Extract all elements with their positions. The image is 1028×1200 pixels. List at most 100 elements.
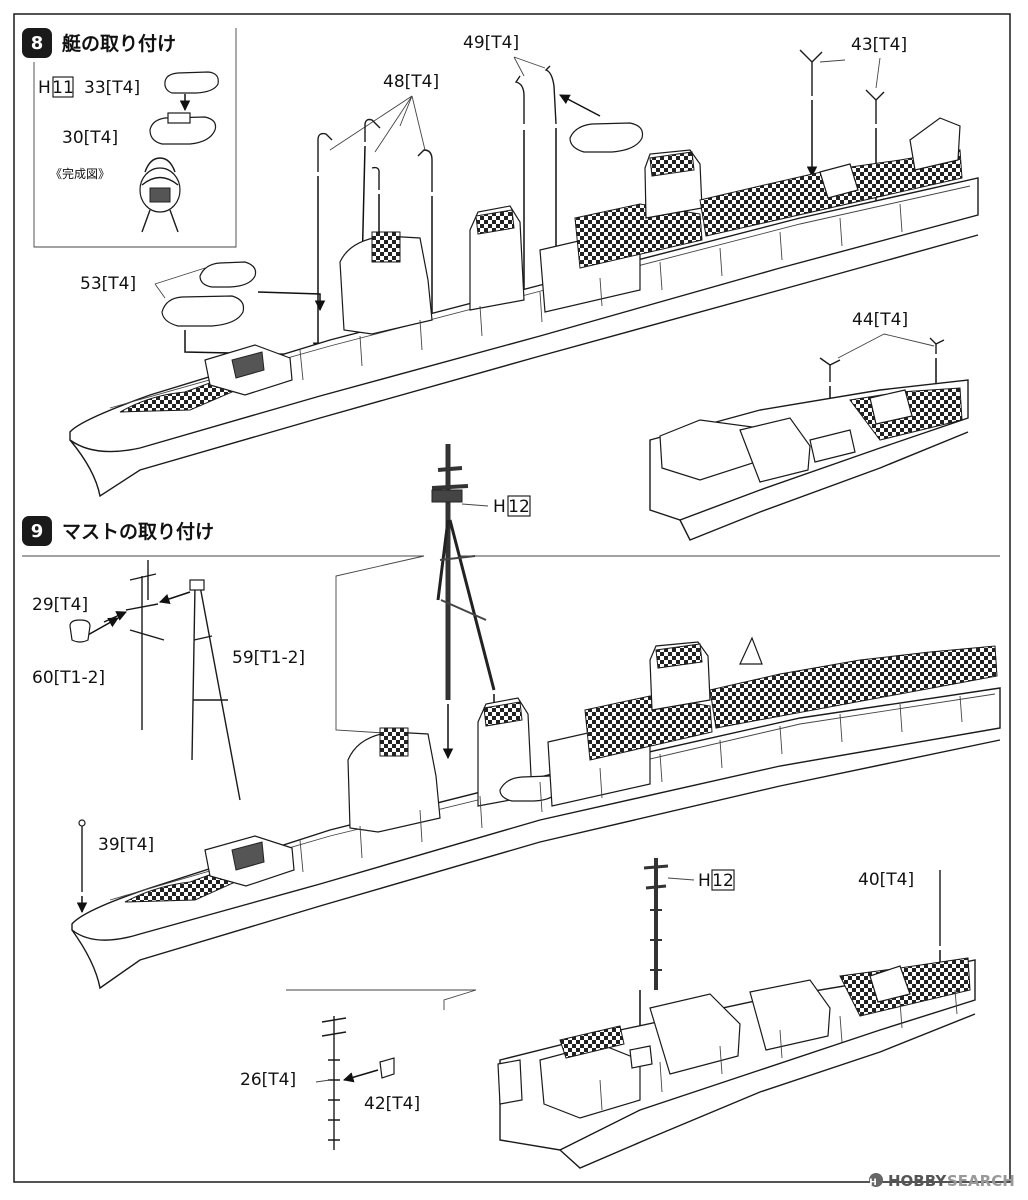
stern-detail-8 — [649, 379, 969, 541]
inset-caption: 《完成図》 — [50, 166, 110, 181]
leader-53 — [154, 267, 206, 299]
stern-gun-8 — [909, 117, 961, 171]
ship-step-9 — [71, 636, 1001, 990]
watermark-brand-a: HOBBY — [888, 1172, 947, 1190]
stern-detail-9-keel — [559, 1013, 976, 1169]
step-9-title: マストの取り付け — [62, 520, 214, 543]
bridge-8-top — [371, 231, 401, 263]
inset-h-prefix: H — [38, 78, 51, 98]
label-part-42: 42[T4] — [364, 1094, 420, 1114]
watermark: H HOBBY SEARCH — [869, 1172, 1015, 1190]
step-9-badge — [22, 516, 52, 546]
label-part-59: 59[T1-2] — [232, 648, 305, 668]
step-8-badge — [22, 28, 52, 58]
hull-9-keel — [71, 739, 1001, 990]
h12-leader — [461, 503, 489, 507]
davits-49 — [514, 65, 557, 125]
leader-26 — [315, 1079, 331, 1083]
leader-48 — [329, 95, 426, 153]
stern-deck-9 — [709, 645, 998, 729]
step-9: 9 マストの取り付け H 12 29[T4] 60[T1-2] 59[T1-2] — [22, 444, 1001, 1169]
leader-44 — [837, 333, 935, 359]
davit-43-a — [799, 49, 823, 96]
part-60-cylinder — [69, 619, 91, 643]
label-part-33: 33[T4] — [84, 78, 140, 98]
leader-49 — [513, 56, 546, 77]
hull-9 — [71, 687, 1001, 941]
inset-h-number: 11 — [52, 78, 74, 98]
page-border — [13, 13, 1011, 1183]
label-part-39: 39[T4] — [98, 835, 154, 855]
davit-44-b — [929, 337, 945, 354]
label-part-30: 30[T4] — [62, 128, 118, 148]
stern-detail-winch — [809, 429, 856, 463]
stern-detail-gun-c — [869, 389, 913, 425]
aft-deck-grid-8 — [574, 203, 703, 269]
davit-44-a — [819, 357, 841, 382]
label-part-29: 29[T4] — [32, 595, 88, 615]
h12-prefix: H — [493, 497, 506, 517]
stern-detail-gun-b — [739, 417, 811, 483]
funnel-aft-9-cap — [655, 643, 703, 669]
watermark-brand-b: SEARCH — [947, 1172, 1015, 1190]
h12b-box — [711, 869, 735, 891]
h12-box — [507, 495, 531, 517]
mast-top-part — [125, 560, 165, 730]
mast-stub-9 — [739, 636, 763, 665]
arrow-boat-49 — [559, 94, 601, 117]
step-9-bracket — [22, 555, 425, 735]
label-part-48: 48[T4] — [383, 72, 439, 92]
hull-8 — [69, 177, 979, 453]
h12b-number: 12 — [712, 871, 734, 891]
inset-h-box — [52, 76, 74, 98]
boat-cover-33 — [164, 71, 219, 94]
stern-detail-9-rails — [599, 989, 958, 1111]
arrow-59 — [159, 591, 191, 604]
completed-boat-davits — [141, 157, 179, 233]
stern-detail-9-grid-a — [559, 1025, 625, 1059]
torpedo-8 — [819, 163, 859, 199]
stern-detail-9-base — [629, 1045, 653, 1069]
arrow-60 — [85, 617, 119, 637]
label-part-43: 43[T4] — [851, 35, 907, 55]
funnel-aft-8-cap — [649, 151, 695, 177]
tripod-legs-59 — [189, 579, 241, 801]
label-part-44: 44[T4] — [852, 310, 908, 330]
inset-frame — [33, 28, 237, 248]
davits-48 — [317, 118, 433, 192]
boat-30 — [149, 116, 217, 145]
part-42 — [379, 1057, 395, 1079]
stern-detail-keel — [679, 431, 969, 541]
tripod-mast-assembled — [431, 444, 496, 700]
hull-9-rails — [299, 695, 963, 873]
step-8-title: 艇の取り付け — [61, 32, 176, 55]
lower-bracket — [286, 989, 477, 1010]
label-part-40: 40[T4] — [858, 870, 914, 890]
part-39-tip — [78, 819, 86, 827]
boat-53-upper — [199, 261, 257, 288]
label-part-26: 26[T4] — [240, 1070, 296, 1090]
hull-8-keel — [69, 234, 979, 498]
stern-detail-9-gun-d — [869, 965, 911, 1003]
gun-turret-9-shield — [231, 841, 265, 871]
boat-30-cabin — [167, 112, 191, 124]
h12b-prefix: H — [698, 871, 711, 891]
leader-43 — [819, 57, 881, 89]
aft-mast-assembled — [643, 858, 669, 990]
step-9-number: 9 — [31, 521, 44, 542]
aft-deck-grid-9 — [584, 695, 713, 761]
stern-detail-9-crane — [497, 1059, 523, 1105]
gun-turret-8-shield — [231, 351, 265, 379]
mast-part-26 — [321, 1016, 347, 1150]
step-8: 8 艇の取り付け H 11 33[T4] 30[T4] 《完成図》 53[T4]… — [22, 28, 979, 541]
boat-53-lower — [161, 295, 245, 327]
funnel-fore-9-cap — [483, 701, 523, 727]
h12b-leader — [667, 877, 695, 881]
stern-detail-9 — [497, 957, 976, 1169]
label-part-53: 53[T4] — [80, 274, 136, 294]
completed-boat-interior — [149, 187, 171, 203]
stern-detail-9-gun-c — [749, 979, 831, 1051]
arrow-42 — [342, 1069, 379, 1083]
